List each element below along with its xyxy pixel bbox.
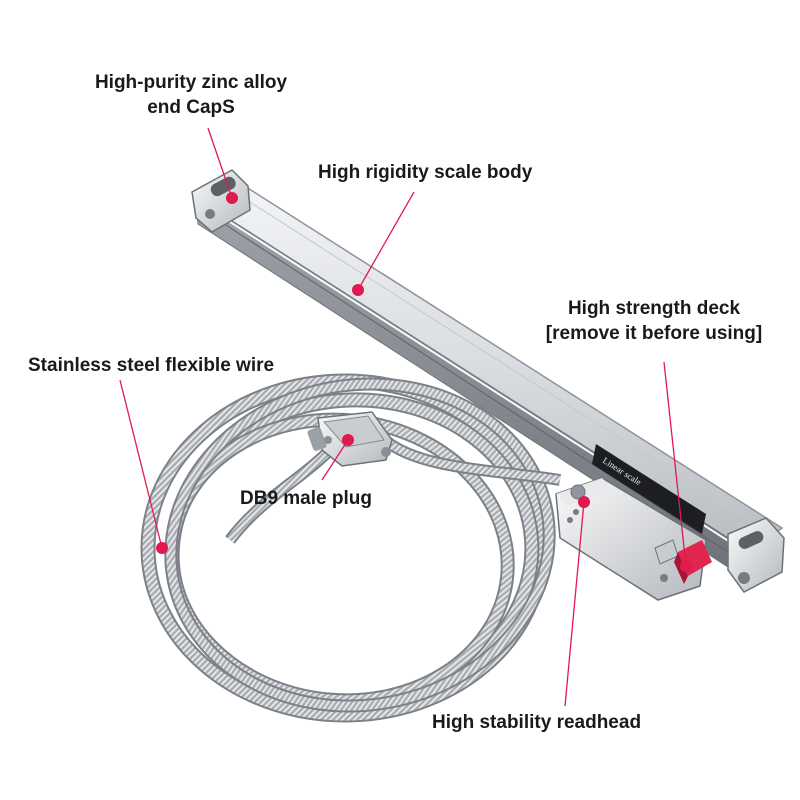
label-end-caps-line1: High-purity zinc alloy bbox=[94, 72, 288, 93]
marker-readhead bbox=[578, 496, 590, 508]
marker-deck bbox=[680, 560, 692, 572]
callout-markers bbox=[156, 192, 692, 572]
callout-lines bbox=[119, 127, 687, 707]
right-end-cap bbox=[727, 517, 785, 593]
marker-plug bbox=[342, 434, 354, 446]
label-deck: High strength deck [remove it before usi… bbox=[508, 296, 800, 346]
scale-body: Linear scale bbox=[194, 177, 784, 581]
marker-wire bbox=[156, 542, 168, 554]
flexible-wire bbox=[140, 373, 561, 723]
label-deck-line1: High strength deck bbox=[567, 298, 741, 319]
left-end-cap bbox=[191, 169, 251, 233]
label-deck-line2: [remove it before using] bbox=[545, 323, 763, 344]
marker-scale-body bbox=[352, 284, 364, 296]
label-readhead: High stability readhead bbox=[432, 712, 642, 733]
marker-end-caps bbox=[226, 192, 238, 204]
label-plug: DB9 male plug bbox=[240, 488, 372, 509]
label-end-caps: High-purity zinc alloy end CapS bbox=[78, 70, 304, 120]
readhead bbox=[555, 477, 707, 601]
db9-plug bbox=[307, 411, 393, 467]
label-end-caps-line2: end CapS bbox=[147, 97, 235, 118]
label-scale-body: High rigidity scale body bbox=[318, 162, 533, 183]
label-wire: Stainless steel flexible wire bbox=[28, 355, 275, 376]
